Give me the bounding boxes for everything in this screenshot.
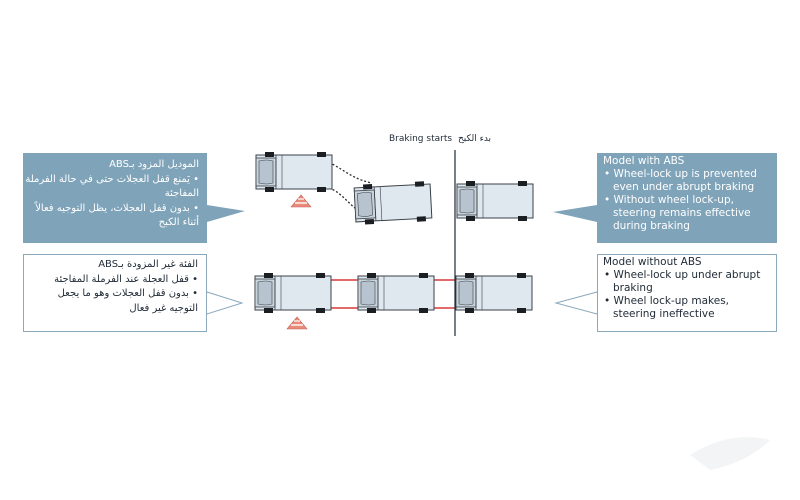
noabs-arabic-line: • بدون قفل العجلات وهو ما يجعل: [57, 288, 198, 299]
noabs-car-start: [254, 272, 332, 314]
watermark-logo: [690, 437, 770, 470]
noabs-obstacle-cone: [286, 316, 308, 330]
abs-obstacle-cone: [290, 194, 312, 208]
abs-arabic-box: الموديل المزود بـABS • يَمنع قفل العجلات…: [23, 153, 207, 243]
noabs-car-middle: [357, 272, 435, 314]
braking-starts-label-arabic: بدء الكبح: [458, 134, 492, 144]
abs-arabic-line: الموديل المزود بـABS: [109, 159, 199, 170]
abs-trajectory-front: [305, 155, 373, 184]
abs-english-bullet: • Without wheel lock-up,steering remains…: [604, 194, 751, 232]
abs-car-start: [255, 151, 333, 193]
noabs-arabic-line: التوجيه غير فعال: [129, 302, 198, 314]
abs-arabic-pointer: [207, 205, 245, 222]
abs-car-middle: [353, 180, 433, 226]
braking-starts-label: Braking starts: [389, 134, 453, 144]
noabs-english-bullet: • Wheel lock-up makes,steering ineffecti…: [604, 295, 730, 320]
abs-english-box: Model with ABS • Wheel-lock up is preven…: [597, 153, 777, 243]
abs-english-pointer: [553, 205, 597, 222]
noabs-english-pointer: [554, 291, 598, 315]
abs-english-title: Model with ABS: [603, 155, 685, 167]
noabs-arabic-box: الفئة غير المزودة بـABS • قفل العجلة عند…: [23, 254, 207, 332]
abs-arabic-line: المفاجئة: [164, 188, 199, 199]
abs-arabic-line: • بدون قفل العجلات، يظل التوجيه فعالاً: [35, 202, 199, 214]
abs-arabic-line: أثناء الكبح: [158, 217, 199, 228]
abs-arabic-line: • يَمنع قفل العجلات حتى في حالة الفرملة: [25, 173, 199, 185]
abs-car-end: [456, 180, 534, 222]
noabs-english-box: Model without ABS • Wheel-lock up under …: [597, 254, 777, 332]
noabs-arabic-line: • قفل العجلة عند الفرملة المفاجئة: [54, 273, 198, 285]
noabs-arabic-pointer: [206, 291, 244, 315]
noabs-arabic-line: الفئة غير المزودة بـABS: [98, 259, 198, 270]
noabs-car-end: [455, 272, 533, 314]
noabs-english-title: Model without ABS: [603, 256, 702, 268]
